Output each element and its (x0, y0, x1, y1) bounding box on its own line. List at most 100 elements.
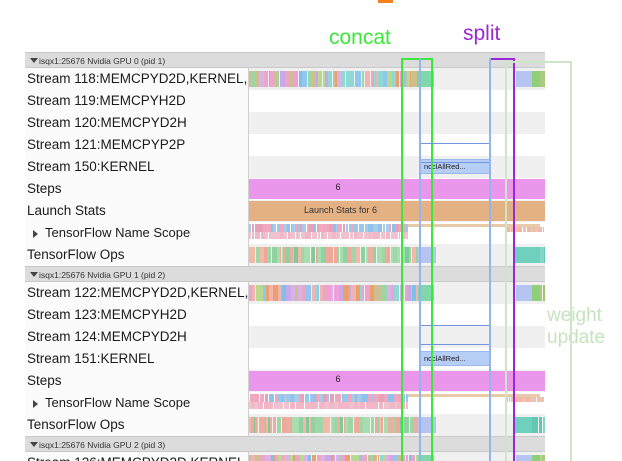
trace-event-block[interactable] (349, 224, 351, 232)
trace-event-block[interactable] (275, 455, 278, 461)
trace-event-block[interactable] (360, 402, 362, 409)
trace-event-block[interactable] (540, 285, 542, 301)
trace-event-block[interactable] (386, 232, 390, 239)
trace-event-block[interactable] (287, 224, 290, 232)
trace-event-block[interactable] (272, 247, 274, 263)
trace-event-block[interactable] (393, 247, 397, 263)
trace-event-block[interactable] (290, 232, 295, 239)
trace-event-block[interactable] (540, 455, 542, 461)
trace-event-block[interactable] (273, 71, 277, 87)
trace-event-block[interactable] (322, 417, 323, 433)
trace-event-block[interactable] (393, 455, 394, 461)
trace-event-block[interactable] (331, 247, 333, 263)
trace-event-block[interactable] (264, 402, 267, 409)
trace-event-block[interactable] (357, 232, 359, 239)
timeline-row[interactable]: Stream 126:MEMCPYD2D,KERNEL,MI (25, 452, 545, 461)
trace-event-block[interactable] (347, 394, 352, 402)
trace-event-block[interactable] (311, 417, 315, 433)
trace-event-block[interactable] (383, 224, 385, 232)
trace-event-block[interactable] (418, 285, 434, 301)
trace-event-block[interactable] (265, 417, 266, 433)
trace-event-block[interactable] (302, 285, 305, 301)
trace-event-block[interactable] (526, 397, 529, 402)
trace-event-block[interactable] (277, 394, 282, 402)
trace-event-block[interactable] (299, 71, 302, 87)
trace-event-block[interactable] (347, 247, 349, 263)
trace-event-block[interactable] (280, 402, 283, 409)
trace-event-block[interactable] (394, 455, 398, 461)
trace-event-block[interactable] (393, 417, 396, 433)
trace-event-block[interactable] (258, 394, 259, 402)
trace-event-block[interactable] (255, 71, 259, 87)
trace-event-block[interactable] (382, 247, 385, 263)
trace-event-block[interactable] (280, 224, 284, 232)
trace-event-block[interactable] (286, 285, 291, 301)
trace-event-block[interactable] (251, 455, 255, 461)
trace-event-block[interactable] (314, 232, 317, 239)
trace-event-block[interactable] (274, 247, 277, 263)
trace-event-block[interactable] (418, 71, 434, 87)
timeline-lane[interactable] (248, 282, 545, 304)
trace-event-block[interactable] (250, 247, 255, 263)
trace-event-block[interactable] (305, 394, 309, 402)
timeline-lane[interactable] (248, 68, 545, 90)
trace-event-block[interactable] (313, 394, 316, 402)
trace-event-block[interactable] (270, 232, 272, 239)
trace-event-block[interactable] (351, 285, 353, 301)
trace-event-block[interactable] (336, 455, 339, 461)
trace-event-block[interactable] (394, 394, 397, 402)
trace-event-block[interactable] (256, 402, 258, 409)
trace-event-block[interactable] (317, 285, 319, 301)
trace-event-block[interactable] (343, 247, 347, 263)
timeline-row-label[interactable]: Steps (25, 178, 248, 200)
trace-event-block[interactable] (348, 417, 353, 433)
trace-event-block[interactable] (324, 232, 327, 239)
trace-event-block[interactable] (307, 232, 310, 239)
trace-event-block[interactable] (366, 402, 367, 409)
trace-event-block[interactable] (255, 232, 256, 239)
trace-event-block[interactable] (354, 402, 356, 409)
trace-event-block[interactable] (259, 71, 264, 87)
timeline-row[interactable]: Stream 124:MEMCPYD2H (25, 326, 545, 348)
trace-event-block[interactable] (387, 285, 390, 301)
timeline-row-label[interactable]: Stream 124:MEMCPYD2H (25, 326, 248, 348)
trace-event-block[interactable] (338, 224, 342, 232)
trace-event-block[interactable] (301, 402, 304, 409)
timeline-row[interactable]: Stream 120:MEMCPYD2H (25, 112, 545, 134)
timeline-lane[interactable] (248, 414, 545, 436)
trace-event-block[interactable] (406, 402, 407, 409)
trace-event-block[interactable] (341, 71, 345, 87)
trace-event-block[interactable] (372, 394, 374, 402)
trace-event-block[interactable] (280, 71, 285, 87)
timeline-lane[interactable]: ncclAllRed... (248, 348, 545, 370)
trace-event-block[interactable] (303, 394, 304, 402)
trace-event-block[interactable] (354, 224, 358, 232)
trace-event-block[interactable] (266, 224, 271, 232)
timeline-lane[interactable]: 6 (248, 178, 545, 200)
trace-event-block[interactable] (252, 402, 254, 409)
trace-event-block[interactable] (365, 224, 366, 232)
trace-event-block[interactable] (536, 247, 540, 263)
trace-event-block[interactable] (391, 285, 394, 301)
trace-event-block[interactable] (356, 402, 358, 409)
trace-event-block[interactable] (406, 224, 408, 232)
trace-event-block[interactable] (289, 71, 294, 87)
trace-event-block[interactable] (327, 455, 331, 461)
trace-event-block[interactable] (516, 285, 532, 301)
trace-event-block[interactable] (319, 402, 320, 409)
trace-event-block[interactable] (301, 394, 303, 402)
trace-event-block[interactable] (336, 232, 340, 239)
trace-event-block[interactable] (299, 394, 301, 402)
trace-event-block[interactable] (390, 394, 394, 402)
trace-event-block[interactable] (317, 417, 322, 433)
trace-event-block[interactable] (530, 227, 533, 232)
trace-event-block[interactable] (350, 232, 353, 239)
trace-event-block[interactable] (321, 232, 324, 239)
trace-event-block[interactable] (282, 247, 283, 263)
trace-event-block[interactable] (379, 402, 383, 409)
timeline-lane[interactable]: 6 (248, 370, 545, 392)
trace-event-block[interactable] (344, 232, 349, 239)
trace-event-block[interactable] (308, 71, 312, 87)
trace-event-block[interactable] (298, 247, 301, 263)
